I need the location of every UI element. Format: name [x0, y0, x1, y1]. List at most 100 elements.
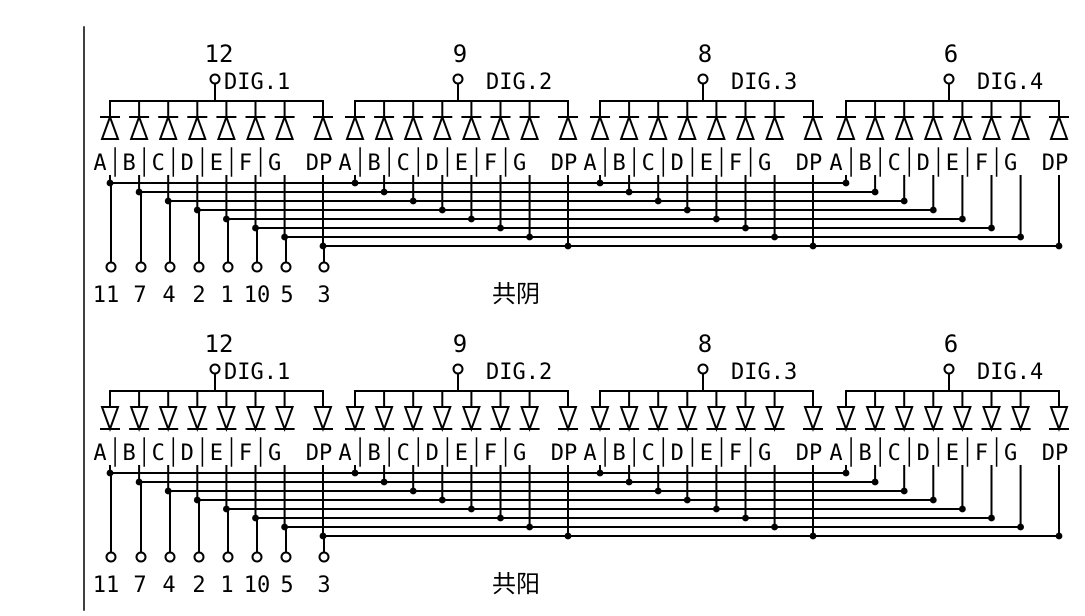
digit-pin-number: 9	[453, 330, 467, 358]
pin-terminal	[193, 261, 205, 273]
diode-icon	[345, 406, 365, 432]
segment-rows	[110, 182, 1060, 247]
diode-icon	[803, 406, 823, 432]
segment-g: G	[749, 390, 785, 531]
segment-label: G	[758, 441, 771, 466]
diode-icon	[590, 406, 610, 432]
segment-label: E	[455, 151, 468, 176]
diode-icon	[520, 114, 540, 140]
diode-icon	[923, 114, 943, 140]
segment-a: A	[338, 390, 365, 477]
diode-icon	[558, 114, 578, 140]
segment-label: DP	[551, 151, 578, 176]
pin-number: 10	[244, 573, 271, 598]
segment-label: D	[917, 441, 930, 466]
segment-label: DP	[1042, 151, 1069, 176]
pin-number: 2	[192, 283, 205, 308]
segment-b: B	[359, 390, 395, 486]
diode-icon	[982, 114, 1001, 140]
diode-icon	[765, 114, 785, 140]
segment-label: D	[426, 441, 439, 466]
pin-number: 1	[220, 283, 233, 308]
pin-terminal	[193, 551, 205, 563]
segment-b: B	[850, 390, 886, 486]
segment-b: B	[114, 390, 150, 486]
segment-label: B	[367, 441, 380, 466]
diode-icon	[246, 406, 265, 432]
pin-number: 3	[317, 573, 330, 598]
segment-label: E	[946, 441, 959, 466]
segment-label: E	[700, 151, 713, 176]
diode-icon	[558, 406, 578, 432]
pin-number: 1	[220, 573, 233, 598]
segment-label: F	[239, 441, 252, 466]
pin-terminal	[318, 261, 330, 273]
segment-label: D	[671, 151, 684, 176]
diode-icon	[894, 114, 914, 140]
digit-pin-number: 12	[205, 330, 234, 358]
segment-label: DP	[306, 151, 333, 176]
segment-rows	[110, 472, 1060, 537]
pin-number: 11	[93, 573, 120, 598]
common-pin-terminal	[452, 363, 464, 375]
diode-icon	[432, 114, 452, 140]
segment-e: E	[201, 100, 237, 223]
diode-icon	[736, 406, 755, 432]
segment-label: D	[426, 151, 439, 176]
pin-number: 5	[280, 283, 293, 308]
segment-label: C	[642, 441, 655, 466]
digit-label: DIG.3	[731, 70, 797, 95]
segment-b: B	[604, 390, 640, 486]
segment-d: D	[172, 390, 208, 504]
diode-icon	[403, 406, 423, 432]
segment-a: A	[583, 100, 610, 187]
segment-g: G	[995, 100, 1031, 241]
pin-number: 4	[162, 283, 175, 308]
digit-label: DIG.4	[977, 70, 1043, 95]
diode-icon	[100, 406, 120, 432]
segment-label: B	[122, 441, 135, 466]
segment-label: A	[93, 441, 106, 466]
segment-c: C	[879, 390, 915, 495]
diode-icon	[982, 406, 1001, 432]
digit-pin-number: 6	[944, 40, 958, 68]
segment-label: D	[181, 151, 194, 176]
segment-f: F	[475, 100, 511, 232]
common-pin-terminal	[452, 73, 464, 85]
diode-icon	[158, 114, 178, 140]
segment-label: A	[829, 151, 842, 176]
diode-icon	[313, 114, 333, 140]
diode-icon	[216, 114, 236, 140]
digit-label: DIG.4	[977, 360, 1043, 385]
segment-a: A	[338, 100, 365, 187]
segment-label: DP	[796, 151, 823, 176]
diagram-caption: 共阴	[492, 280, 540, 308]
segment-label: F	[484, 441, 497, 466]
pin-number: 4	[162, 573, 175, 598]
segment-label: DP	[551, 441, 578, 466]
diode-icon	[590, 114, 610, 140]
diode-icon	[1011, 114, 1031, 140]
segment-d: D	[417, 100, 453, 214]
segment-f: F	[475, 390, 511, 522]
segment-label: E	[700, 441, 713, 466]
diode-icon	[129, 114, 149, 140]
pin-terminal	[105, 551, 117, 563]
segment-f: F	[230, 100, 266, 232]
segment-label: A	[338, 151, 351, 176]
diode-icon	[374, 114, 394, 140]
segment-a: A	[829, 100, 856, 187]
segment-label: C	[397, 151, 410, 176]
pin-terminal	[222, 261, 234, 273]
pin-number: 5	[280, 573, 293, 598]
segment-d: D	[172, 100, 208, 214]
pin-terminal	[222, 551, 234, 563]
segment-label: B	[858, 151, 871, 176]
segment-e: E	[691, 390, 727, 513]
pin-terminal	[164, 261, 176, 273]
segment-label: C	[642, 151, 655, 176]
pin-terminal	[251, 261, 263, 273]
